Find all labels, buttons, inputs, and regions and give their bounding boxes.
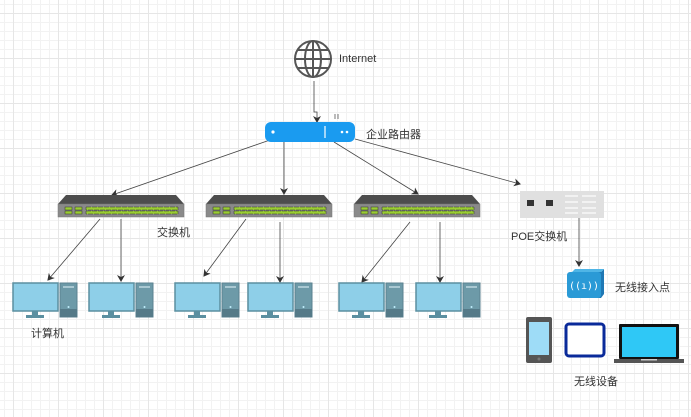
wireless-access-point-icon[interactable]: ((ı)) (567, 269, 604, 298)
access-point-label: 无线接入点 (615, 282, 670, 294)
network-switch-icon[interactable] (353, 194, 481, 218)
connection-router-poe-switch (354, 138, 521, 187)
internet-label: Internet (339, 53, 377, 65)
switch-label: 交换机 (157, 227, 190, 239)
computer-icon[interactable] (174, 282, 240, 319)
connections (47, 81, 583, 283)
router-icon[interactable] (265, 114, 355, 142)
network-switch-icon[interactable] (57, 194, 185, 218)
connection-internet-router (313, 81, 321, 123)
computer-icon[interactable] (415, 282, 481, 319)
computers-label: 计算机 (31, 328, 64, 340)
laptop-icon[interactable] (614, 324, 684, 363)
connection-switch-2-computer-3 (203, 218, 247, 277)
router-label: 企业路由器 (366, 129, 421, 141)
network-switch-icon[interactable] (205, 194, 333, 218)
connection-switch-3-computer-5 (361, 221, 411, 283)
computer-icon[interactable] (247, 282, 313, 319)
wireless-devices-label: 无线设备 (574, 376, 618, 388)
svg-text:((ı)): ((ı)) (569, 281, 599, 292)
computer-icon[interactable] (338, 282, 404, 319)
globe-icon[interactable] (294, 40, 332, 78)
smartphone-icon[interactable] (526, 317, 552, 363)
tablet-icon[interactable] (564, 322, 606, 358)
poe-switch-icon[interactable] (520, 191, 604, 218)
connection-switch-1-computer-1 (47, 218, 101, 281)
computer-icon[interactable] (12, 282, 78, 319)
connection-router-switch-1 (111, 139, 271, 197)
computer-icon[interactable] (88, 282, 154, 319)
connection-router-switch-3 (333, 141, 419, 195)
poe-switch-label: POE交换机 (511, 231, 568, 243)
